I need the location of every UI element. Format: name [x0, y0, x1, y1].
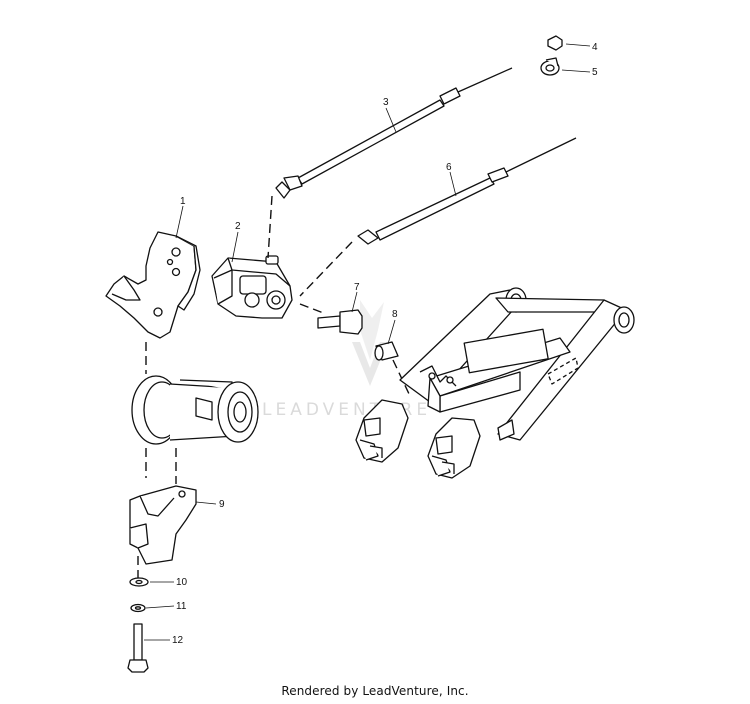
part-11-lock-washer [130, 603, 146, 613]
callout-10: 10 [176, 577, 188, 588]
part-4-nut [547, 35, 563, 51]
callout-labels: 1 2 3 4 5 6 7 8 9 10 11 12 [172, 42, 598, 646]
part-2-brake-caliper [211, 255, 293, 319]
callout-11: 11 [176, 601, 187, 612]
callout-9: 9 [219, 499, 225, 510]
part-9-mount-plate [129, 485, 197, 565]
brake-disc-hub [131, 375, 259, 445]
swing-arm [399, 287, 635, 441]
callout-6: 6 [446, 162, 452, 173]
callout-4: 4 [592, 42, 598, 53]
callout-1: 1 [180, 196, 186, 207]
part-10-washer [129, 577, 149, 587]
callout-5: 5 [592, 67, 598, 78]
assembly-lines [137, 195, 411, 578]
swing-arm-clamp-left [355, 399, 409, 463]
callout-leaders [144, 43, 591, 641]
callout-12: 12 [172, 635, 184, 646]
part-7-bolt [317, 309, 363, 335]
rendered-by-footer: Rendered by LeadVenture, Inc. [281, 684, 469, 698]
part-5-clamp [540, 57, 560, 76]
callout-3: 3 [383, 97, 389, 108]
part-1-caliper-bracket [105, 231, 201, 339]
callout-7: 7 [354, 282, 360, 293]
callout-2: 2 [235, 221, 241, 232]
part-12-bolt [127, 623, 149, 673]
part-3-brake-cable [275, 67, 513, 199]
part-8-bushing [374, 341, 399, 361]
swing-arm-clamp-right [427, 417, 481, 479]
callout-8: 8 [392, 309, 398, 320]
part-6-brake-cable [357, 137, 577, 245]
